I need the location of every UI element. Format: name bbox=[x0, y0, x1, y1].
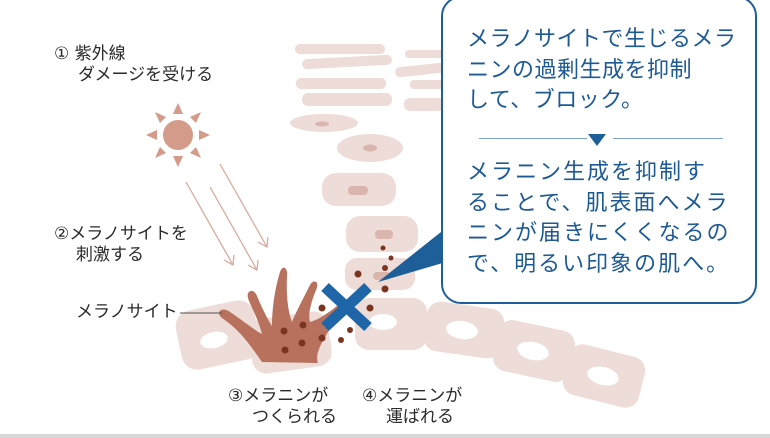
step-text: メラノサイトを bbox=[69, 224, 188, 244]
callout-line: して、ブロック。 bbox=[467, 88, 644, 113]
melanin-granules bbox=[280, 245, 394, 354]
step-text: メラニンが bbox=[243, 386, 329, 406]
melanocyte-cell bbox=[219, 267, 340, 363]
step-text: つくられる bbox=[252, 407, 337, 427]
callout-top-text: メラノサイトで生じるメラ ニンの過剰生成を抑制 して、ブロック。 bbox=[467, 25, 737, 117]
callout-line: ニンが届きにくくなるの bbox=[467, 221, 731, 246]
callout-line: で、明るい印象の肌へ。 bbox=[467, 251, 731, 277]
step-text: ダメージを受ける bbox=[78, 65, 214, 85]
step-1-label: ① 紫外線 ダメージを受ける bbox=[54, 44, 213, 86]
step-2-label: ②メラノサイトを 刺激する bbox=[54, 224, 188, 266]
step-number: ① bbox=[54, 44, 70, 64]
step-text: 運ばれる bbox=[386, 407, 454, 427]
callout-line: ニンの過剰生成を抑制 bbox=[467, 57, 693, 83]
step-text: 刺激する bbox=[76, 245, 144, 265]
bottom-border bbox=[0, 434, 770, 438]
step-text: 紫外線 bbox=[74, 44, 126, 64]
sun-icon bbox=[146, 103, 210, 167]
cell-holes bbox=[200, 314, 619, 386]
callout-bottom-text: メラニン生成を抑制す ることで、肌表面へメラ ニンが届きにくくなるの で、明るい… bbox=[467, 158, 731, 280]
uv-ray-arrows bbox=[185, 163, 269, 271]
step-number: ④ bbox=[362, 386, 378, 406]
divider-right bbox=[613, 138, 723, 139]
melanocyte-label: メラノサイト bbox=[76, 302, 178, 322]
callout-line: ることで、肌表面へメラ bbox=[467, 190, 730, 216]
step-3-label: ③メラニンが つくられる bbox=[228, 386, 337, 428]
down-triangle-icon bbox=[588, 134, 606, 146]
callout-line: メラニン生成を抑制す bbox=[467, 160, 708, 185]
block-x-icon bbox=[321, 282, 372, 332]
step-text: メラニンが bbox=[377, 386, 463, 406]
divider-left bbox=[479, 138, 587, 139]
cell-nuclei bbox=[315, 121, 393, 280]
callout-pointer bbox=[378, 228, 446, 282]
step-number: ③ bbox=[228, 386, 244, 406]
step-number: ② bbox=[54, 224, 70, 244]
step-4-label: ④メラニンが 運ばれる bbox=[362, 386, 462, 428]
callout-box: メラノサイトで生じるメラ ニンの過剰生成を抑制 して、ブロック。 メラニン生成を… bbox=[441, 0, 757, 304]
callout-line: メラノサイトで生じるメラ bbox=[467, 27, 737, 52]
